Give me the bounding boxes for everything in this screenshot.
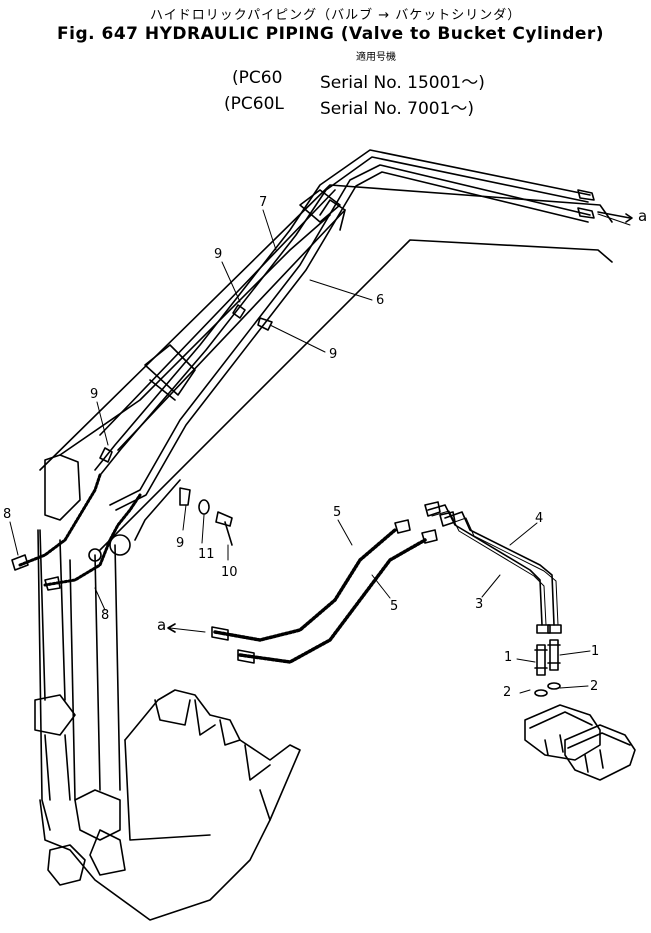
applicability-label: 適用号機 [356,52,396,63]
model-pc60l: (PC60L [224,94,284,114]
callout-3: 3 [475,597,484,612]
callout-9-lower: 9 [176,536,185,551]
callout-8-left: 8 [3,507,12,522]
callout-9-boom: 9 [329,347,338,362]
callout-10: 10 [221,565,238,580]
serial-pc60: Serial No. 15001～) [320,73,485,93]
figure-title: Fig. 647 HYDRAULIC PIPING (Valve to Buck… [57,24,605,44]
boom-pipe-7 [94,149,591,475]
callout-8-lower: 8 [101,608,110,623]
bucket-cylinder [39,529,71,801]
callout-2-right: 2 [590,679,599,694]
callout-9-left: 9 [90,387,99,402]
hoses-5 [167,519,438,664]
callout-11: 11 [198,547,215,562]
serial-pc60l: Serial No. 7001～) [320,99,475,119]
boom-pipe-6 [109,164,591,511]
pipes-3-4 [424,501,562,634]
bucket [39,689,301,921]
control-valve-group [524,639,636,781]
arm [34,454,131,831]
callout-5-upper: 5 [333,505,342,520]
callout-6: 6 [376,293,385,308]
clamps [99,304,273,546]
callout-1-right: 1 [591,644,600,659]
japanese-title: ハイドロリックパイピング（バルブ → バケットシリンダ） [150,8,522,23]
leader-lines [9,209,591,694]
callout-7: 7 [259,195,268,210]
boom-cylinder [99,189,346,451]
hose-8 [11,473,142,591]
callout-2-left: 2 [503,685,512,700]
boom [39,184,613,551]
callout-a-hose: a [157,616,167,634]
callout-9-upper: 9 [214,247,223,262]
callout-4: 4 [535,511,544,526]
model-pc60: (PC60 [232,68,283,88]
callout-a-boom: a [638,207,648,225]
callout-5-lower: 5 [390,599,399,614]
pipe-end-fittings [577,189,633,226]
callout-1-left: 1 [504,650,513,665]
